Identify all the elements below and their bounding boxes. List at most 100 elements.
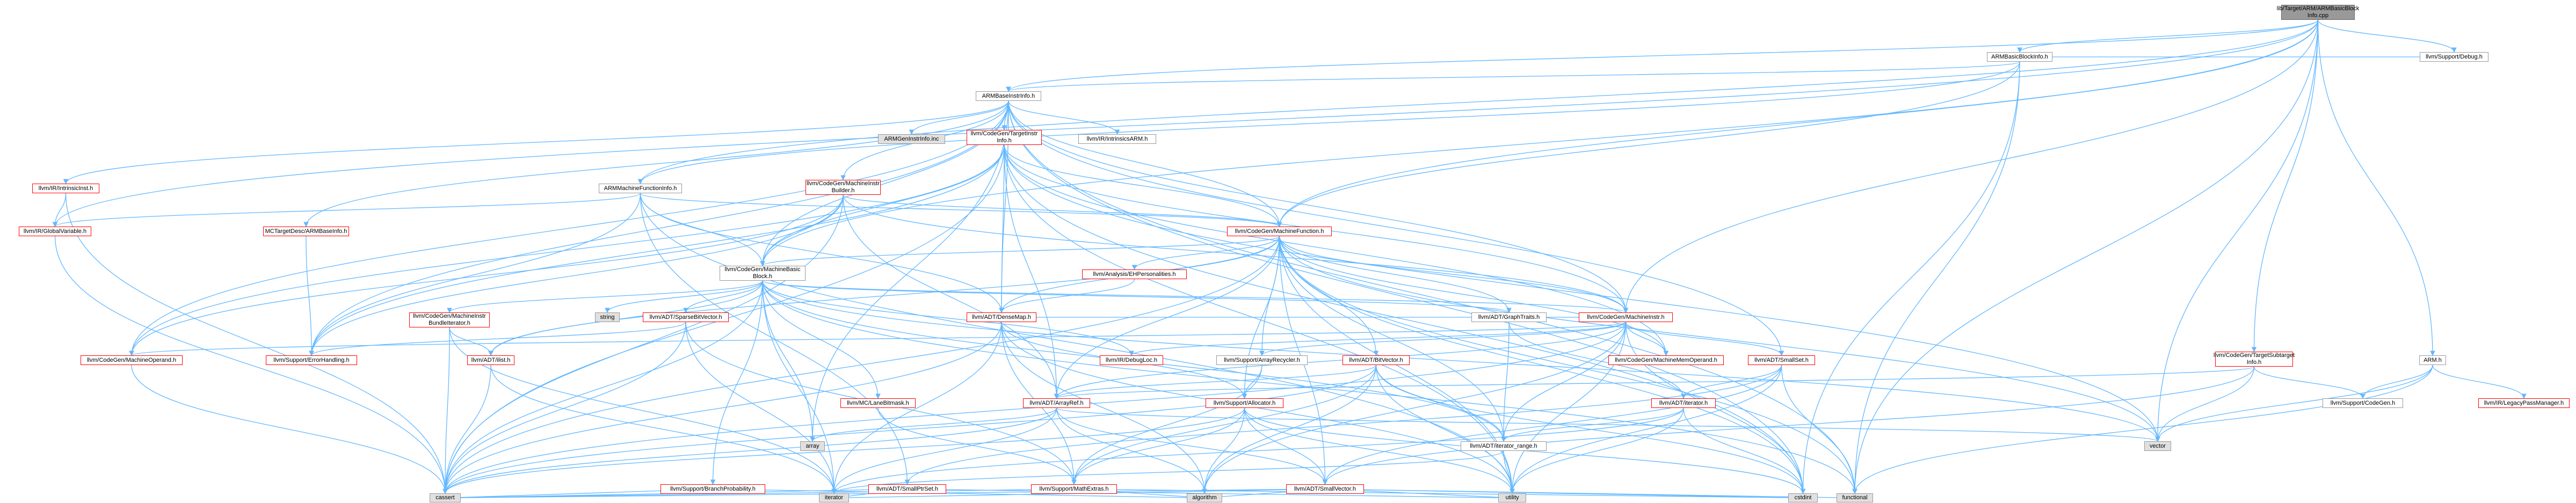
edge-machineinstrbundleiterator-to-iterator bbox=[449, 327, 835, 494]
node-bitvector[interactable]: llvm/ADT/BitVector.h bbox=[1343, 355, 1410, 365]
arrowhead-armbaseinstrinfo-to-armgeninstrinfo bbox=[909, 129, 915, 135]
node-iteratorrange[interactable]: llvm/ADT/iterator_range.h bbox=[1461, 441, 1547, 451]
node-errorhandling[interactable]: llvm/Support/ErrorHandling.h bbox=[266, 355, 357, 365]
edge-machineinstrbuilder-to-errorhandling bbox=[311, 194, 844, 356]
edge-densemap-to-cassert bbox=[445, 322, 1002, 494]
edge-arrayrecycler-to-allocator bbox=[1244, 365, 1262, 399]
arrowhead-machineinstr-to-smallset bbox=[1779, 351, 1784, 356]
node-smallvector[interactable]: llvm/ADT/SmallVector.h bbox=[1286, 484, 1364, 494]
edge-armbaseinstrinfo-to-intrinsicinst bbox=[65, 100, 1009, 184]
edge-allocator-to-utility bbox=[1244, 407, 1513, 494]
node-armbbi[interactable]: ARMBasicBlockInfo.h bbox=[1987, 52, 2052, 62]
node-legacypassmanager[interactable]: llvm/IR/LegacyPassManager.h bbox=[2478, 398, 2570, 408]
node-lanebitmask[interactable]: llvm/MC/LaneBitmask.h bbox=[840, 398, 916, 408]
node-mathextras[interactable]: llvm/Support/MathExtras.h bbox=[1031, 484, 1117, 494]
edge-smallset-to-smallptrset bbox=[906, 365, 1782, 485]
node-machinememoperand[interactable]: llvm/CodeGen/MachineMemOperand.h bbox=[1608, 355, 1724, 365]
edge-armfuncinfo-to-smallptrset bbox=[640, 193, 908, 485]
edge-armbaseinstrinfo-to-functional bbox=[1008, 100, 1855, 494]
node-branchprobability[interactable]: llvm/Support/BranchProbability.h bbox=[661, 484, 765, 494]
node-machinefunction[interactable]: llvm/CodeGen/MachineFunction.h bbox=[1227, 227, 1332, 236]
edge-arrayref-to-vector bbox=[1056, 407, 2158, 442]
edge-machinebasicblock-to-cassert bbox=[445, 280, 763, 494]
edge-bitvector-to-cassert bbox=[445, 365, 1377, 494]
edge-root-to-armbbi bbox=[2019, 19, 2319, 53]
arrowhead-targetsubtargetinfo-to-arrayref bbox=[1054, 393, 1060, 399]
node-armbaseinfo[interactable]: MCTargetDesc/ARMBaseInfo.h bbox=[263, 227, 349, 236]
edge-machinebasicblock-to-machineinstr bbox=[762, 280, 1627, 313]
node-array[interactable]: array bbox=[800, 441, 825, 451]
node-targetinstrinfo[interactable]: llvm/CodeGen/TargetInstr Info.h bbox=[967, 130, 1042, 145]
edge-targetsubtargetinfo-to-vector bbox=[2157, 366, 2255, 442]
node-smallptrset[interactable]: llvm/ADT/SmallPtrSet.h bbox=[868, 484, 946, 494]
arrowhead-armbbi-to-armbaseinstrinfo bbox=[1006, 86, 1011, 92]
edge-machinebasicblock-to-branchprobability bbox=[712, 280, 763, 485]
arrowhead-machineinstr-to-machinememoperand bbox=[1663, 351, 1669, 356]
node-ehpersonalities[interactable]: llvm/Analysis/EHPersonalities.h bbox=[1082, 269, 1187, 279]
node-cstdint[interactable]: cstdint bbox=[1788, 493, 1818, 502]
node-intrinsicinst[interactable]: llvm/IR/IntrinsicInst.h bbox=[32, 184, 99, 193]
node-string[interactable]: string bbox=[595, 312, 620, 322]
node-ilist[interactable]: llvm/ADT/ilist.h bbox=[467, 355, 514, 365]
arrowhead-machinebasicblock-to-machineinstr bbox=[1623, 308, 1629, 314]
node-armgeninstrinfo[interactable]: ARMGenInstrInfo.inc bbox=[878, 134, 945, 144]
edge-machineinstr-to-iteratorrange bbox=[1503, 322, 1627, 442]
edge-armh-to-functional bbox=[1854, 365, 2433, 494]
node-machineinstr[interactable]: llvm/CodeGen/MachineInstr.h bbox=[1579, 312, 1673, 322]
node-iterator[interactable]: iterator bbox=[819, 493, 849, 502]
edge-bitvector-to-algorithm bbox=[1204, 365, 1377, 494]
node-vector[interactable]: vector bbox=[2144, 441, 2171, 451]
edge-intrinsicinst-to-cassert bbox=[65, 193, 446, 494]
node-intrinsicsarm[interactable]: llvm/IR/IntrinsicsARM.h bbox=[1078, 134, 1156, 144]
edge-armbaseinstrinfo-to-machinebasicblock bbox=[762, 100, 1009, 266]
node-globalvariable[interactable]: llvm/IR/GlobalVariable.h bbox=[19, 227, 91, 236]
edge-machinefunction-to-cassert bbox=[445, 236, 1280, 494]
node-targetsubtargetinfo[interactable]: llvm/CodeGen/TargetSubtarget Info.h bbox=[2213, 352, 2295, 367]
node-densemap[interactable]: llvm/ADT/DenseMap.h bbox=[967, 312, 1036, 322]
edge-root-to-globalvariable bbox=[54, 19, 2319, 227]
node-codegenh[interactable]: llvm/Support/CodeGen.h bbox=[2323, 398, 2403, 408]
node-allocator[interactable]: llvm/Support/Allocator.h bbox=[1206, 398, 1283, 408]
edge-bitvector-to-arrayref bbox=[1056, 365, 1377, 399]
edge-armbaseinstrinfo-to-machinefunction bbox=[1008, 100, 1280, 227]
node-armbaseinstrinfo[interactable]: ARMBaseInstrInfo.h bbox=[976, 91, 1041, 101]
node-root[interactable]: lib/Target/ARM/ARMBasicBlock Info.cpp bbox=[2276, 5, 2360, 20]
node-smallset[interactable]: llvm/ADT/SmallSet.h bbox=[1748, 355, 1815, 365]
edge-root-to-debug bbox=[2317, 19, 2455, 53]
arrowhead-iteratorrange-to-utility bbox=[1510, 489, 1515, 494]
edge-machinebasicblock-to-ilist bbox=[490, 280, 763, 356]
edge-armbaseinstrinfo-to-array bbox=[812, 100, 1009, 442]
node-cassert[interactable]: cassert bbox=[430, 493, 461, 502]
node-machinebasicblock[interactable]: llvm/CodeGen/MachineBasic Block.h bbox=[720, 266, 806, 281]
node-adtiterator[interactable]: llvm/ADT/iterator.h bbox=[1651, 398, 1716, 408]
edge-machinebasicblock-to-iterator bbox=[762, 280, 835, 494]
edge-arrayref-to-algorithm bbox=[1056, 407, 1205, 494]
node-machineinstrbuilder[interactable]: llvm/CodeGen/MachineInstr Builder.h bbox=[806, 180, 881, 195]
dependency-edges bbox=[52, 19, 2527, 499]
node-armh[interactable]: ARM.h bbox=[2419, 355, 2446, 365]
edge-armbaseinstrinfo-to-machineoperand bbox=[131, 100, 1009, 356]
edge-armbbi-to-machinefunction bbox=[1279, 61, 2020, 227]
node-arrayref[interactable]: llvm/ADT/ArrayRef.h bbox=[1023, 398, 1090, 408]
edge-ilist-to-cassert bbox=[445, 365, 491, 494]
edge-sparsebitvector-to-errorhandling bbox=[311, 322, 686, 356]
edge-machineinstr-to-machinememoperand bbox=[1625, 322, 1667, 356]
node-utility[interactable]: utility bbox=[1498, 493, 1526, 502]
edge-armbaseinstrinfo-to-armgeninstrinfo bbox=[911, 100, 1009, 135]
node-sparsebitvector[interactable]: llvm/ADT/SparseBitVector.h bbox=[643, 312, 729, 322]
edge-graphtraits-to-iteratorrange bbox=[1503, 322, 1510, 442]
edge-machineinstr-to-arrayref bbox=[1056, 322, 1627, 399]
edge-globalvariable-to-cassert bbox=[54, 236, 446, 494]
node-arrayrecycler[interactable]: llvm/Support/ArrayRecycler.h bbox=[1216, 355, 1308, 365]
node-debugloc[interactable]: llvm/IR/DebugLoc.h bbox=[1100, 355, 1163, 365]
node-graphtraits[interactable]: llvm/ADT/GraphTraits.h bbox=[1471, 312, 1547, 322]
node-functional[interactable]: functional bbox=[1837, 493, 1873, 502]
edge-armbbi-to-armbaseinstrinfo bbox=[1008, 61, 2020, 92]
edge-armh-to-codegenh bbox=[2362, 365, 2433, 399]
node-debug[interactable]: llvm/Support/Debug.h bbox=[2420, 52, 2488, 62]
node-machineinstrbundleiterator[interactable]: llvm/CodeGen/MachineInstr BundleIterator… bbox=[409, 312, 490, 327]
node-algorithm[interactable]: algorithm bbox=[1187, 493, 1222, 502]
node-armfuncinfo[interactable]: ARMMachineFunctionInfo.h bbox=[599, 184, 682, 193]
node-machineoperand[interactable]: llvm/CodeGen/MachineOperand.h bbox=[81, 355, 183, 365]
edge-graphtraits-to-adtiterator bbox=[1508, 322, 1684, 399]
